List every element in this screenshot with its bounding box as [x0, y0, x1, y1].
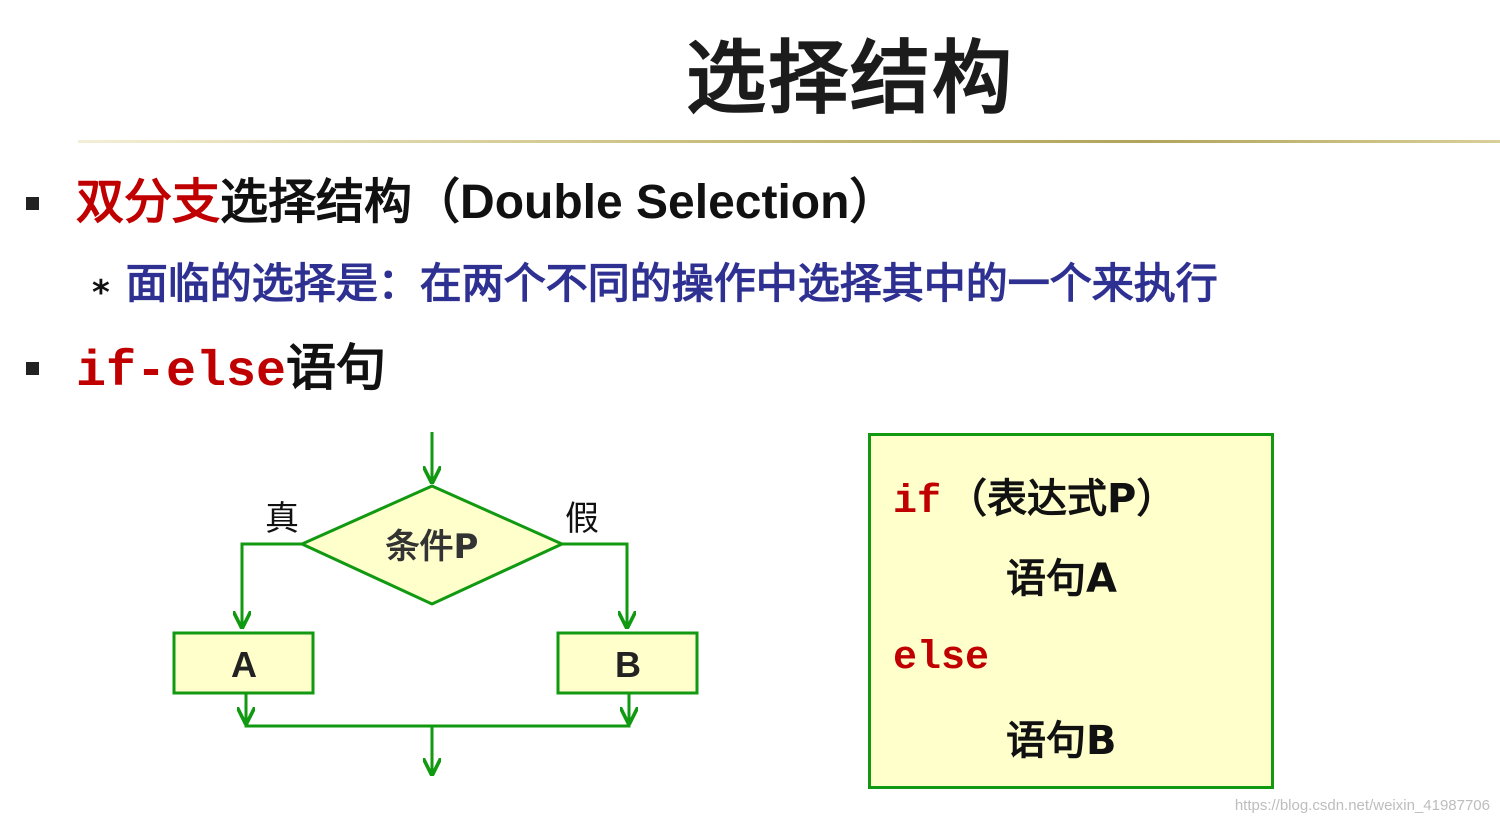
- bullet-1-highlight: 双分支: [76, 174, 221, 230]
- bullet-1-line: 双分支选择结构（Double Selection）: [76, 162, 897, 232]
- false-label: 假: [565, 499, 599, 539]
- code-else-keyword: else: [893, 636, 990, 681]
- bullet-1-close: ）: [849, 174, 898, 230]
- bullet-marker-1: [26, 197, 39, 210]
- condition-label: 条件P: [386, 527, 479, 567]
- code-else-line: else: [893, 632, 989, 681]
- merge-line: [244, 693, 631, 728]
- sub-bullet-marker: *: [92, 273, 110, 313]
- true-label: 真: [265, 499, 299, 539]
- code-if-line: if（表达式P）: [893, 466, 1176, 525]
- true-branch-line: [242, 542, 302, 627]
- sub-bullet-line: * 面临的选择是：在两个不同的操作中选择其中的一个来执行: [92, 250, 1218, 313]
- bullet-1-english: Double Selection: [460, 176, 850, 229]
- bullet-2-code: if-else: [76, 344, 287, 401]
- code-stmt-a: 语句A: [1006, 556, 1117, 602]
- box-b-label: B: [615, 644, 641, 685]
- box-a-label: A: [231, 644, 257, 685]
- watermark: https://blog.csdn.net/weixin_41987706: [1234, 797, 1490, 814]
- title-divider: [78, 140, 1500, 143]
- page-title: 选择结构: [686, 32, 1014, 125]
- code-box: if（表达式P） 语句A else 语句B: [868, 433, 1274, 789]
- bullet-marker-2: [26, 362, 39, 375]
- code-if-keyword: if: [893, 480, 942, 525]
- bullet-2-line: if-else语句: [76, 328, 386, 401]
- bullet-2-text: 语句: [286, 339, 387, 397]
- bullet-1-text: 选择结构（: [220, 174, 461, 230]
- sub-bullet-text: 面临的选择是：在两个不同的操作中选择其中的一个来执行: [125, 259, 1218, 308]
- box-a: [172, 631, 315, 695]
- code-stmt-b: 语句B: [1006, 718, 1117, 764]
- condition-diamond: [298, 484, 566, 606]
- code-condition: （表达式P）: [947, 476, 1177, 522]
- false-branch-line: [562, 542, 627, 627]
